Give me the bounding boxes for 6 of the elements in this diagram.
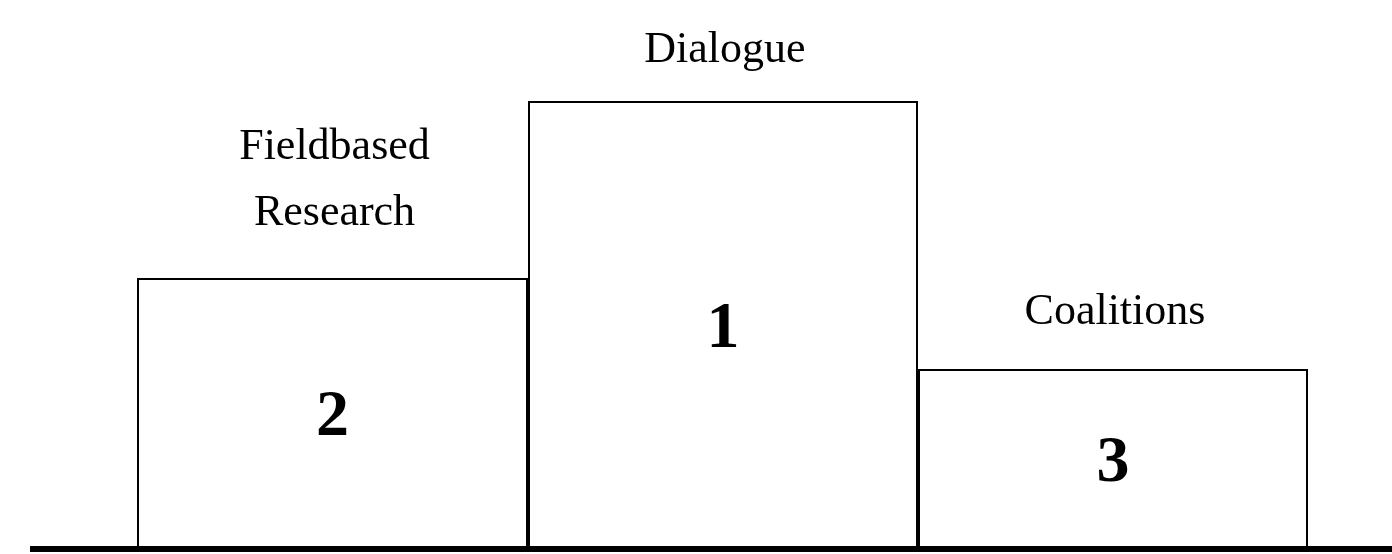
rank-number: 3 — [1096, 425, 1130, 492]
rank-number: 1 — [706, 291, 740, 358]
rank-number: 2 — [316, 380, 349, 446]
step-heading: Dialogue — [643, 22, 807, 74]
step-heading: Coalitions — [1023, 284, 1207, 336]
step-heading: Fieldbased Research — [238, 119, 431, 237]
